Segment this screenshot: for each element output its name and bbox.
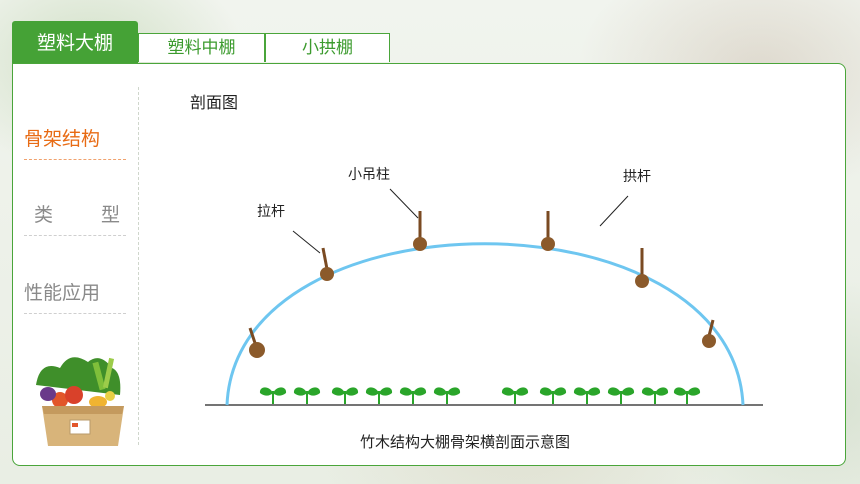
sidebar-item-label: 性能应用 [24, 282, 101, 304]
post-ball [413, 237, 427, 251]
seedling-icon [672, 386, 702, 405]
post-ball [702, 334, 716, 348]
leader-line-tie-bar [292, 230, 321, 254]
sidebar-item-performance[interactable]: 性能应用 [24, 278, 126, 314]
seedling-icon [258, 386, 288, 405]
seedling-icon [292, 386, 322, 405]
tab-medium-tunnel[interactable]: 塑料中棚 [138, 33, 265, 62]
tie-bar-post [321, 247, 329, 270]
post-ball [249, 342, 265, 358]
tab-plastic-greenhouse[interactable]: 塑料大棚 [12, 21, 138, 63]
seedling-icon [330, 386, 360, 405]
seedling-icon [538, 386, 568, 405]
diagram-caption: 竹木结构大棚骨架横剖面示意图 [360, 433, 571, 451]
sidebar-item-label-left: 类 [34, 204, 54, 226]
post-ball [320, 267, 334, 281]
post-ball [635, 274, 649, 288]
seedling-icon [606, 386, 636, 405]
label-small-post: 小吊柱 [348, 167, 390, 183]
sidebar-item-frame-structure[interactable]: 骨架结构 [24, 124, 126, 160]
tab-small-arch-shed[interactable]: 小拱棚 [265, 33, 390, 62]
seedling-icon [640, 386, 670, 405]
seedling-icon [500, 386, 530, 405]
label-arch-bar: 拱杆 [623, 169, 651, 185]
content-panel [12, 63, 846, 466]
seedling-icon [432, 386, 462, 405]
label-tie-bar: 拉杆 [257, 204, 285, 220]
arch-bar [225, 242, 745, 406]
leader-line-small-post [389, 188, 419, 219]
seedling-icon [364, 386, 394, 405]
post-group [248, 211, 716, 358]
tie-bar-post [707, 319, 715, 337]
post-ball [541, 237, 555, 251]
seedling-icon [398, 386, 428, 405]
leader-line-arch-bar [599, 195, 629, 227]
vegetable-basket-icon [36, 357, 124, 446]
seedling-row [258, 386, 702, 405]
sidebar-divider [138, 87, 139, 445]
sidebar-item-types[interactable]: 类 型 [24, 200, 126, 236]
section-title: 剖面图 [190, 93, 239, 112]
sidebar-item-label: 骨架结构 [24, 128, 101, 150]
sidebar-item-label-right: 型 [100, 204, 120, 226]
seedling-icon [572, 386, 602, 405]
